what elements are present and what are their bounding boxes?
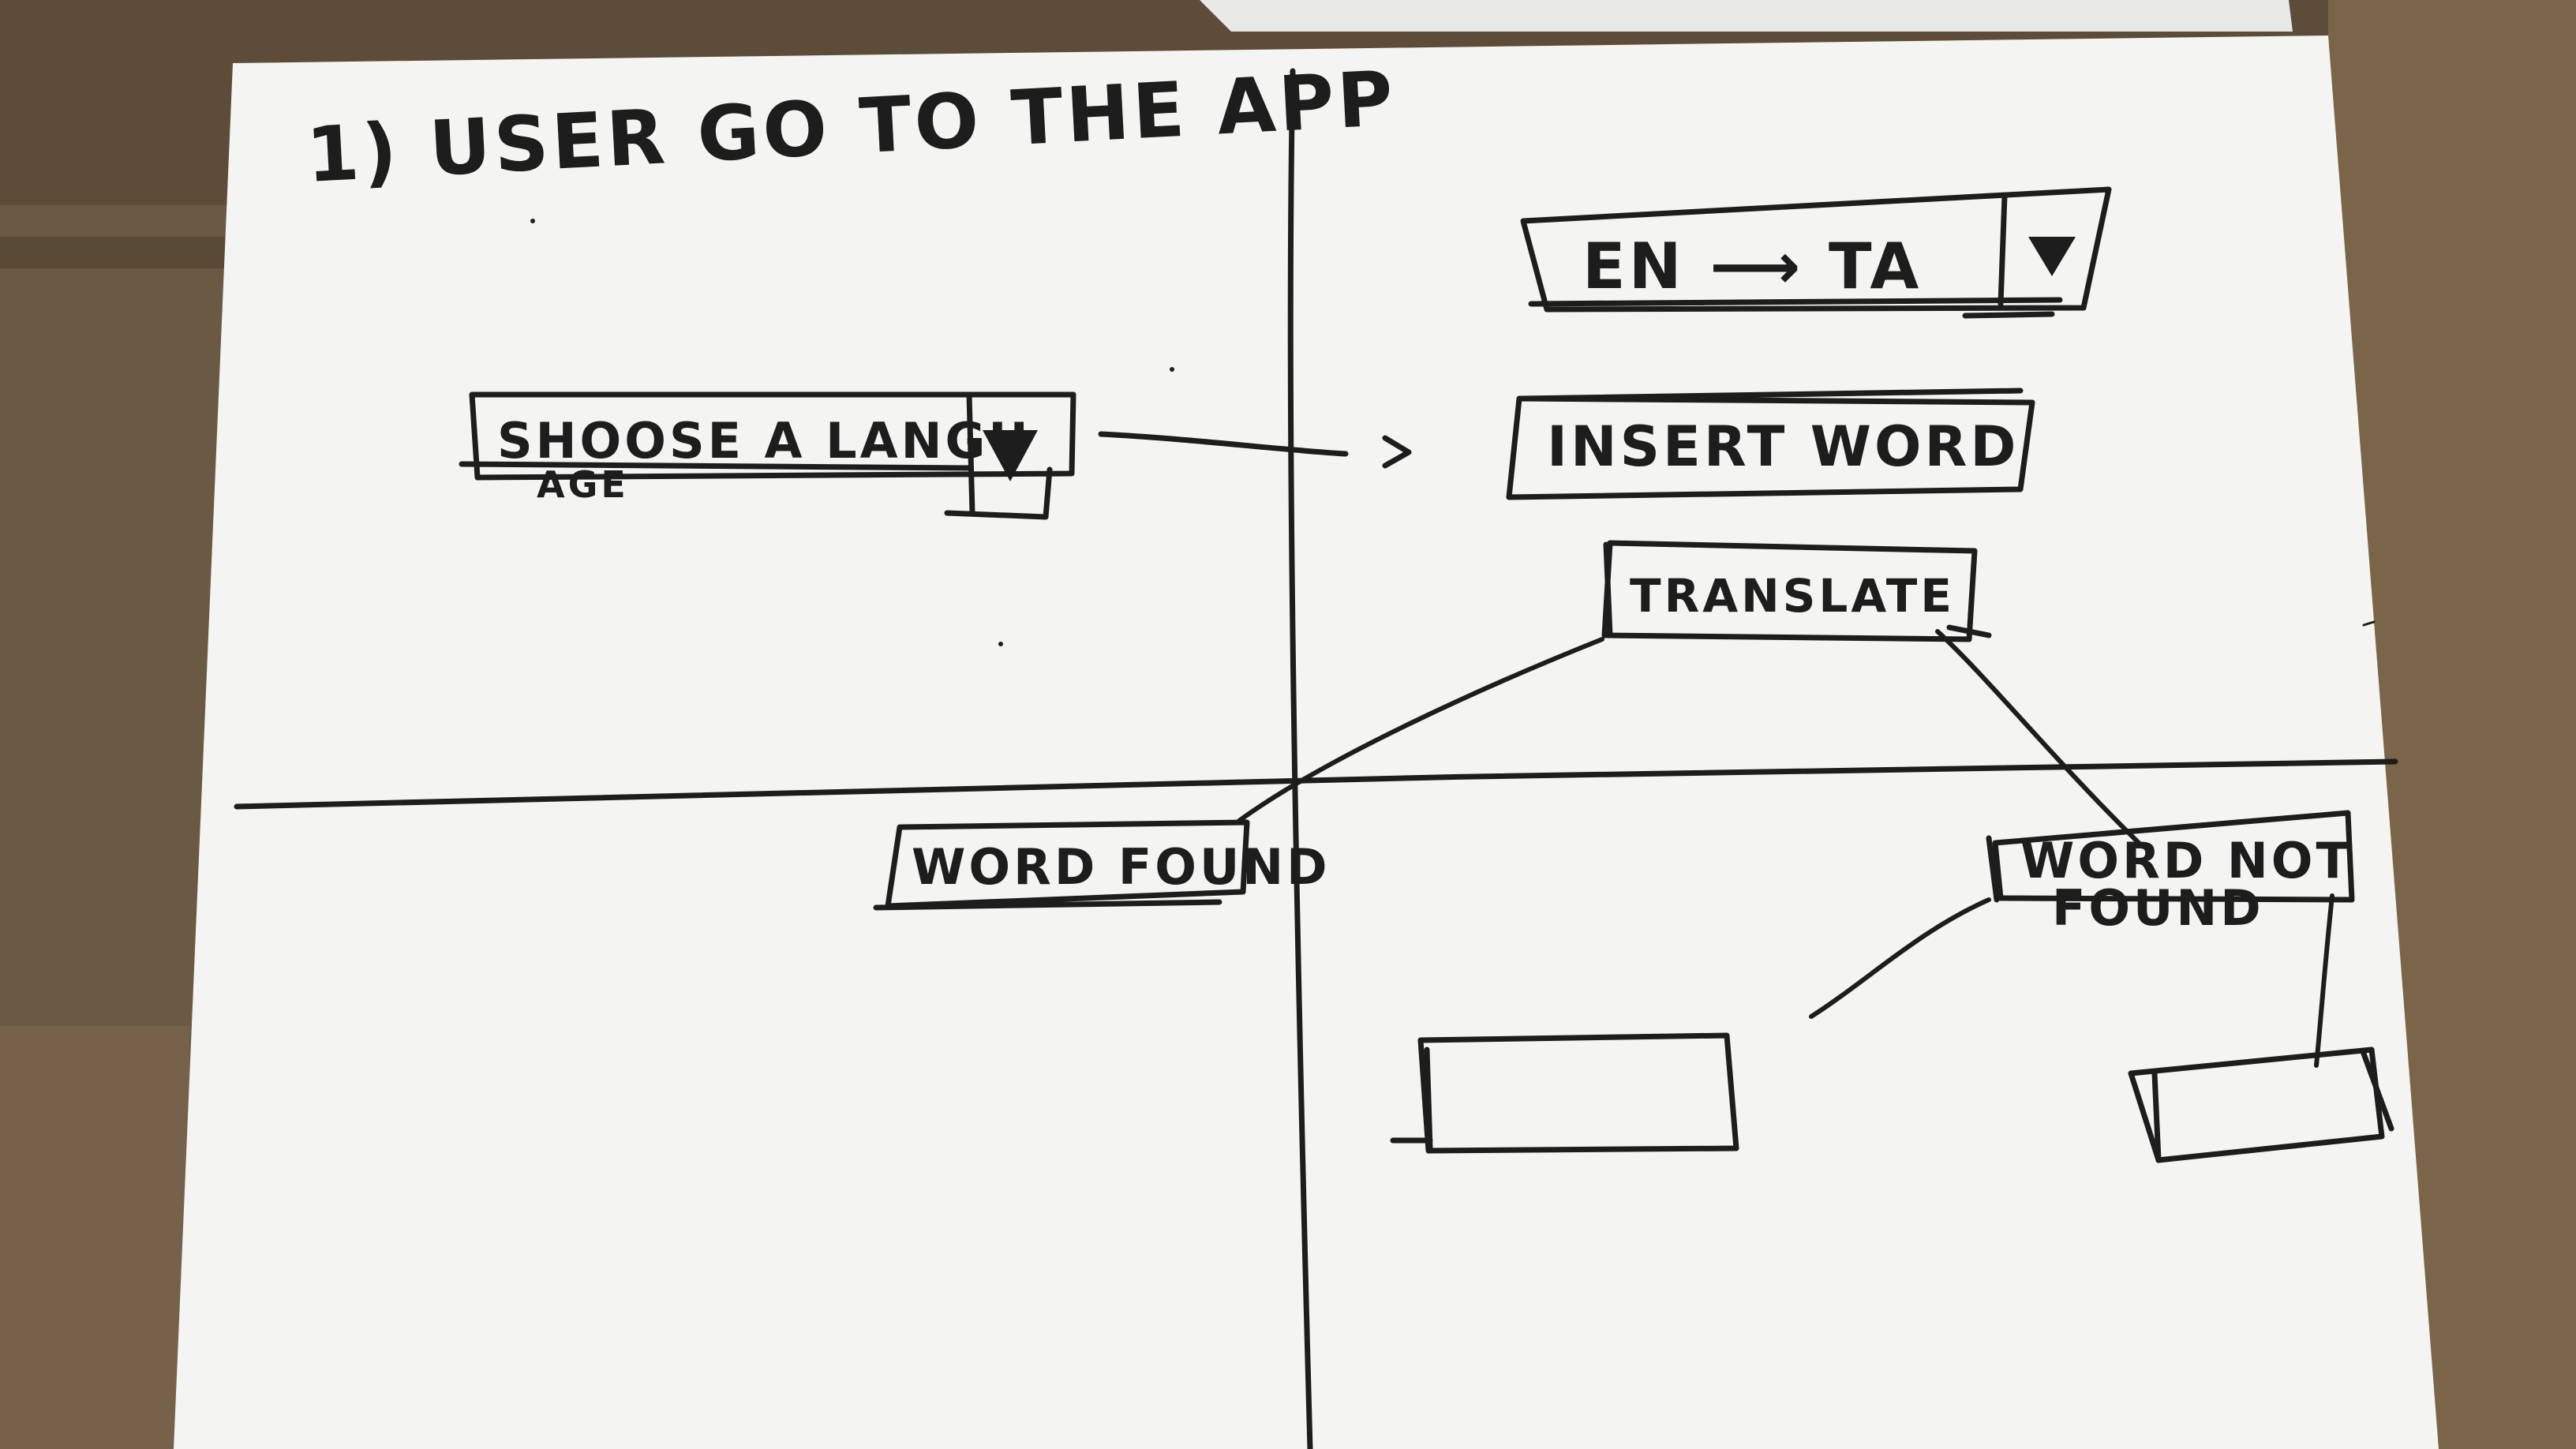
quadrant-dividers (234, 68, 2398, 1449)
insert-word-input[interactable]: INSERT WORD (1506, 388, 2035, 500)
paper-sheet (174, 36, 2439, 1449)
svg-text:TRANSLATE: TRANSLATE (1630, 569, 1955, 623)
flow-arrow (1098, 431, 1412, 469)
word-not-found-box: WORD NOT FOUND (1986, 810, 2355, 937)
stray-marks (530, 219, 2376, 646)
svg-text:WORD NOT: WORD NOT (2020, 832, 2353, 889)
svg-text:INSERT WORD: INSERT WORD (1547, 414, 2019, 479)
placeholder-box-left (1390, 1032, 1739, 1154)
language-pair-dropdown[interactable]: EN ⟶ TA (1520, 186, 2112, 319)
svg-text:SHOOSE A LANGU: SHOOSE A LANGU (497, 412, 1032, 470)
word-found-box: WORD FOUND (873, 819, 1331, 911)
triangle-down-icon[interactable] (2028, 237, 2076, 276)
choose-language-dropdown[interactable]: SHOOSE A LANGU AGE (459, 391, 1076, 520)
not-found-connectors (1809, 893, 2334, 1068)
svg-text:FOUND: FOUND (2052, 879, 2264, 937)
svg-text:EN ⟶ TA: EN ⟶ TA (1582, 230, 1922, 303)
svg-text:AGE: AGE (537, 463, 629, 506)
svg-text:WORD FOUND: WORD FOUND (912, 838, 1331, 896)
translate-button[interactable]: TRANSLATE (1601, 540, 1992, 642)
placeholder-box-right (2128, 1046, 2394, 1163)
background-sheet (1200, 0, 2293, 32)
triangle-down-icon[interactable] (983, 430, 1038, 481)
translate-connectors (1237, 629, 2141, 845)
